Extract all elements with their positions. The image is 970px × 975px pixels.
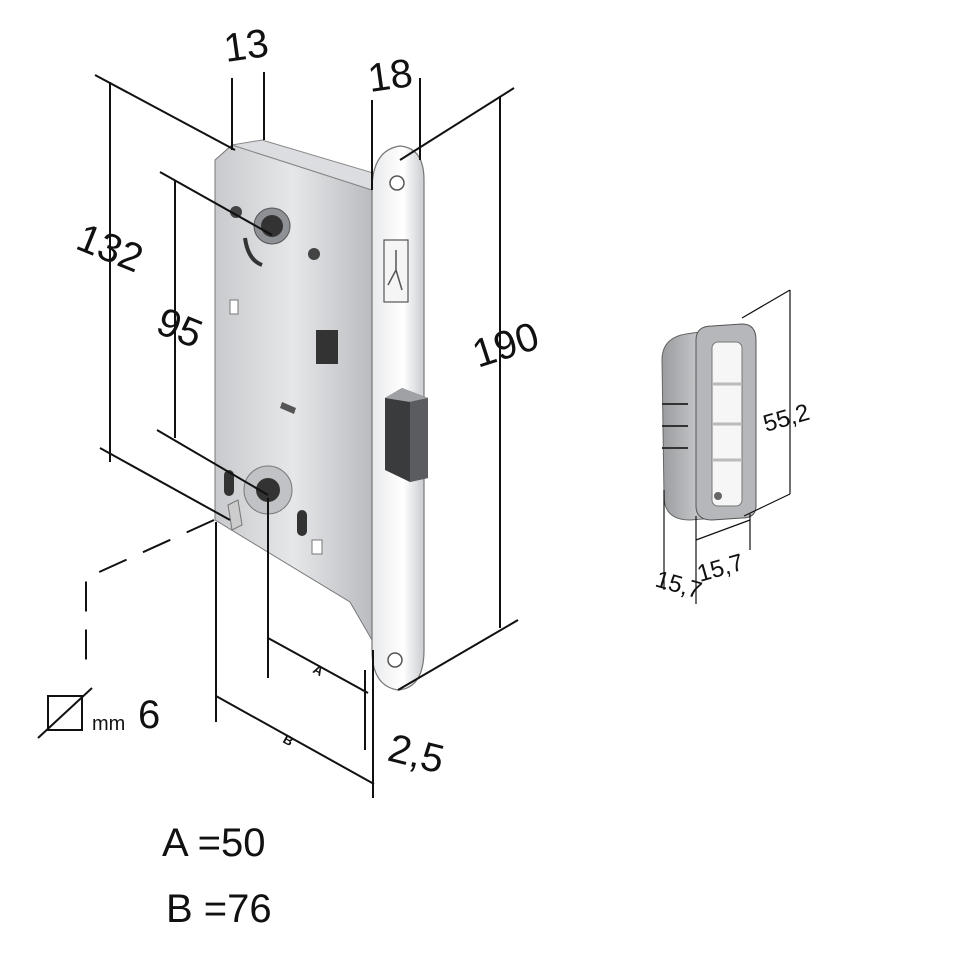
dim-13: 13 [221, 21, 271, 71]
striker-dimension-lines [663, 289, 791, 604]
legend: A =50 B =76 [162, 821, 272, 931]
dim-95: 95 [151, 300, 209, 357]
legend-a: A =50 [162, 821, 265, 865]
legend-b: B =76 [166, 887, 272, 931]
dim-132: 132 [71, 216, 149, 282]
dim-190: 190 [467, 314, 544, 376]
square-unit: mm [92, 713, 125, 735]
faceplate [371, 145, 428, 691]
dim-label-a: A [311, 661, 327, 679]
dimension-lines [37, 72, 519, 798]
striker-plate [661, 323, 757, 521]
lock-body [214, 139, 381, 642]
square-size: 6 [138, 693, 160, 737]
dim-15-7-right: 15,7 [694, 549, 746, 588]
dim-18: 18 [365, 51, 415, 101]
dim-2-5: 2,5 [384, 726, 449, 782]
dim-55-2: 55,2 [760, 399, 812, 438]
